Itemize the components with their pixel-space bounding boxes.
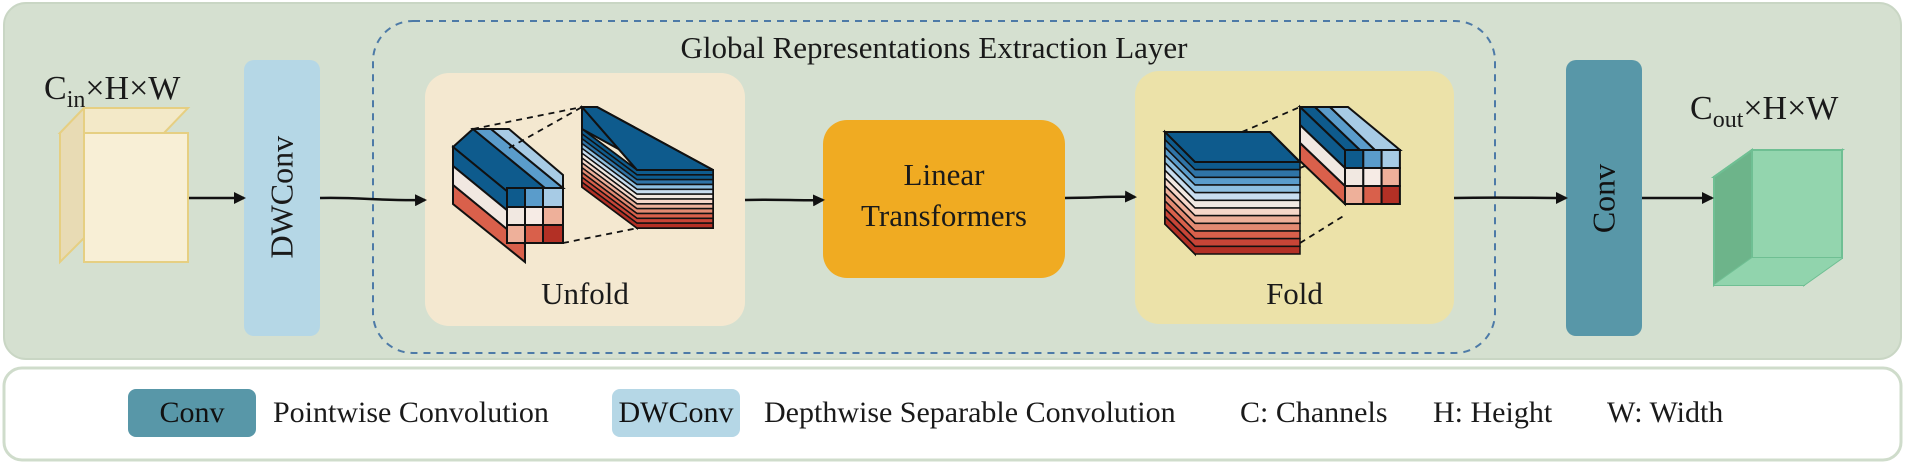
fold-small-cell (1344, 149, 1365, 169)
fold-small-cell (1344, 167, 1365, 187)
unfold-small-block (451, 127, 566, 265)
legend-height: H: Height (1433, 396, 1553, 429)
fold-small-cell (1362, 149, 1383, 169)
fold-label: Fold (1266, 276, 1323, 311)
arrow-dwconv-to-unfold (319, 194, 427, 207)
transformer-label-line1: Linear (903, 157, 985, 192)
fold-small-cell (1344, 185, 1365, 205)
legend-width: W: Width (1607, 396, 1724, 429)
output-cube (1710, 148, 1846, 287)
input-spatial-dims: ×H×W (85, 70, 181, 107)
arrow-transformers-to-fold (1064, 190, 1137, 203)
fold-small-cell (1380, 149, 1401, 169)
conv-label: Conv (1585, 163, 1622, 234)
fold-small-cell (1380, 167, 1401, 187)
extraction-layer-group (372, 20, 1496, 354)
linear-transformers-block (823, 120, 1065, 278)
dwconv-label: DWConv (263, 135, 300, 259)
fold-small-cell (1362, 167, 1383, 187)
legend-dwconv-chip: DWConv (612, 389, 740, 437)
unfold-connectors (472, 106, 639, 244)
fold-small-cell (1380, 185, 1401, 205)
unfold-label: Unfold (541, 276, 629, 311)
fold-small-cell (1362, 185, 1383, 205)
fold-large-stripe (1164, 214, 1301, 255)
transformer-label-line2: Transformers (861, 198, 1027, 233)
input-dimension-label: Cin×H×W (44, 70, 180, 114)
input-channel-subscript: in (66, 87, 86, 113)
legend-channels: C: Channels (1240, 396, 1388, 429)
legend-panel (2, 366, 1903, 462)
dwconv-block (244, 60, 320, 336)
unfold-large-stripe (581, 180, 714, 229)
group-title: Global Representations Extraction Layer (680, 30, 1188, 65)
input-channel-symbol: C (44, 70, 67, 107)
arrow-unfold-to-transformers (744, 194, 825, 207)
input-cube (57, 105, 191, 265)
output-channel-subscript: out (1712, 107, 1744, 133)
output-channel-symbol: C (1690, 90, 1713, 127)
conv-block (1566, 60, 1642, 336)
legend-conv-chip: Conv (128, 389, 256, 437)
unfold-large-top-face (579, 106, 714, 171)
output-spatial-dims: ×H×W (1743, 90, 1839, 127)
legend-conv-desc: Pointwise Convolution (273, 396, 549, 429)
flow-arrows (189, 190, 1714, 207)
output-dimension-label: Cout×H×W (1690, 90, 1838, 134)
legend-dwconv-desc: Depthwise Separable Convolution (764, 396, 1176, 429)
